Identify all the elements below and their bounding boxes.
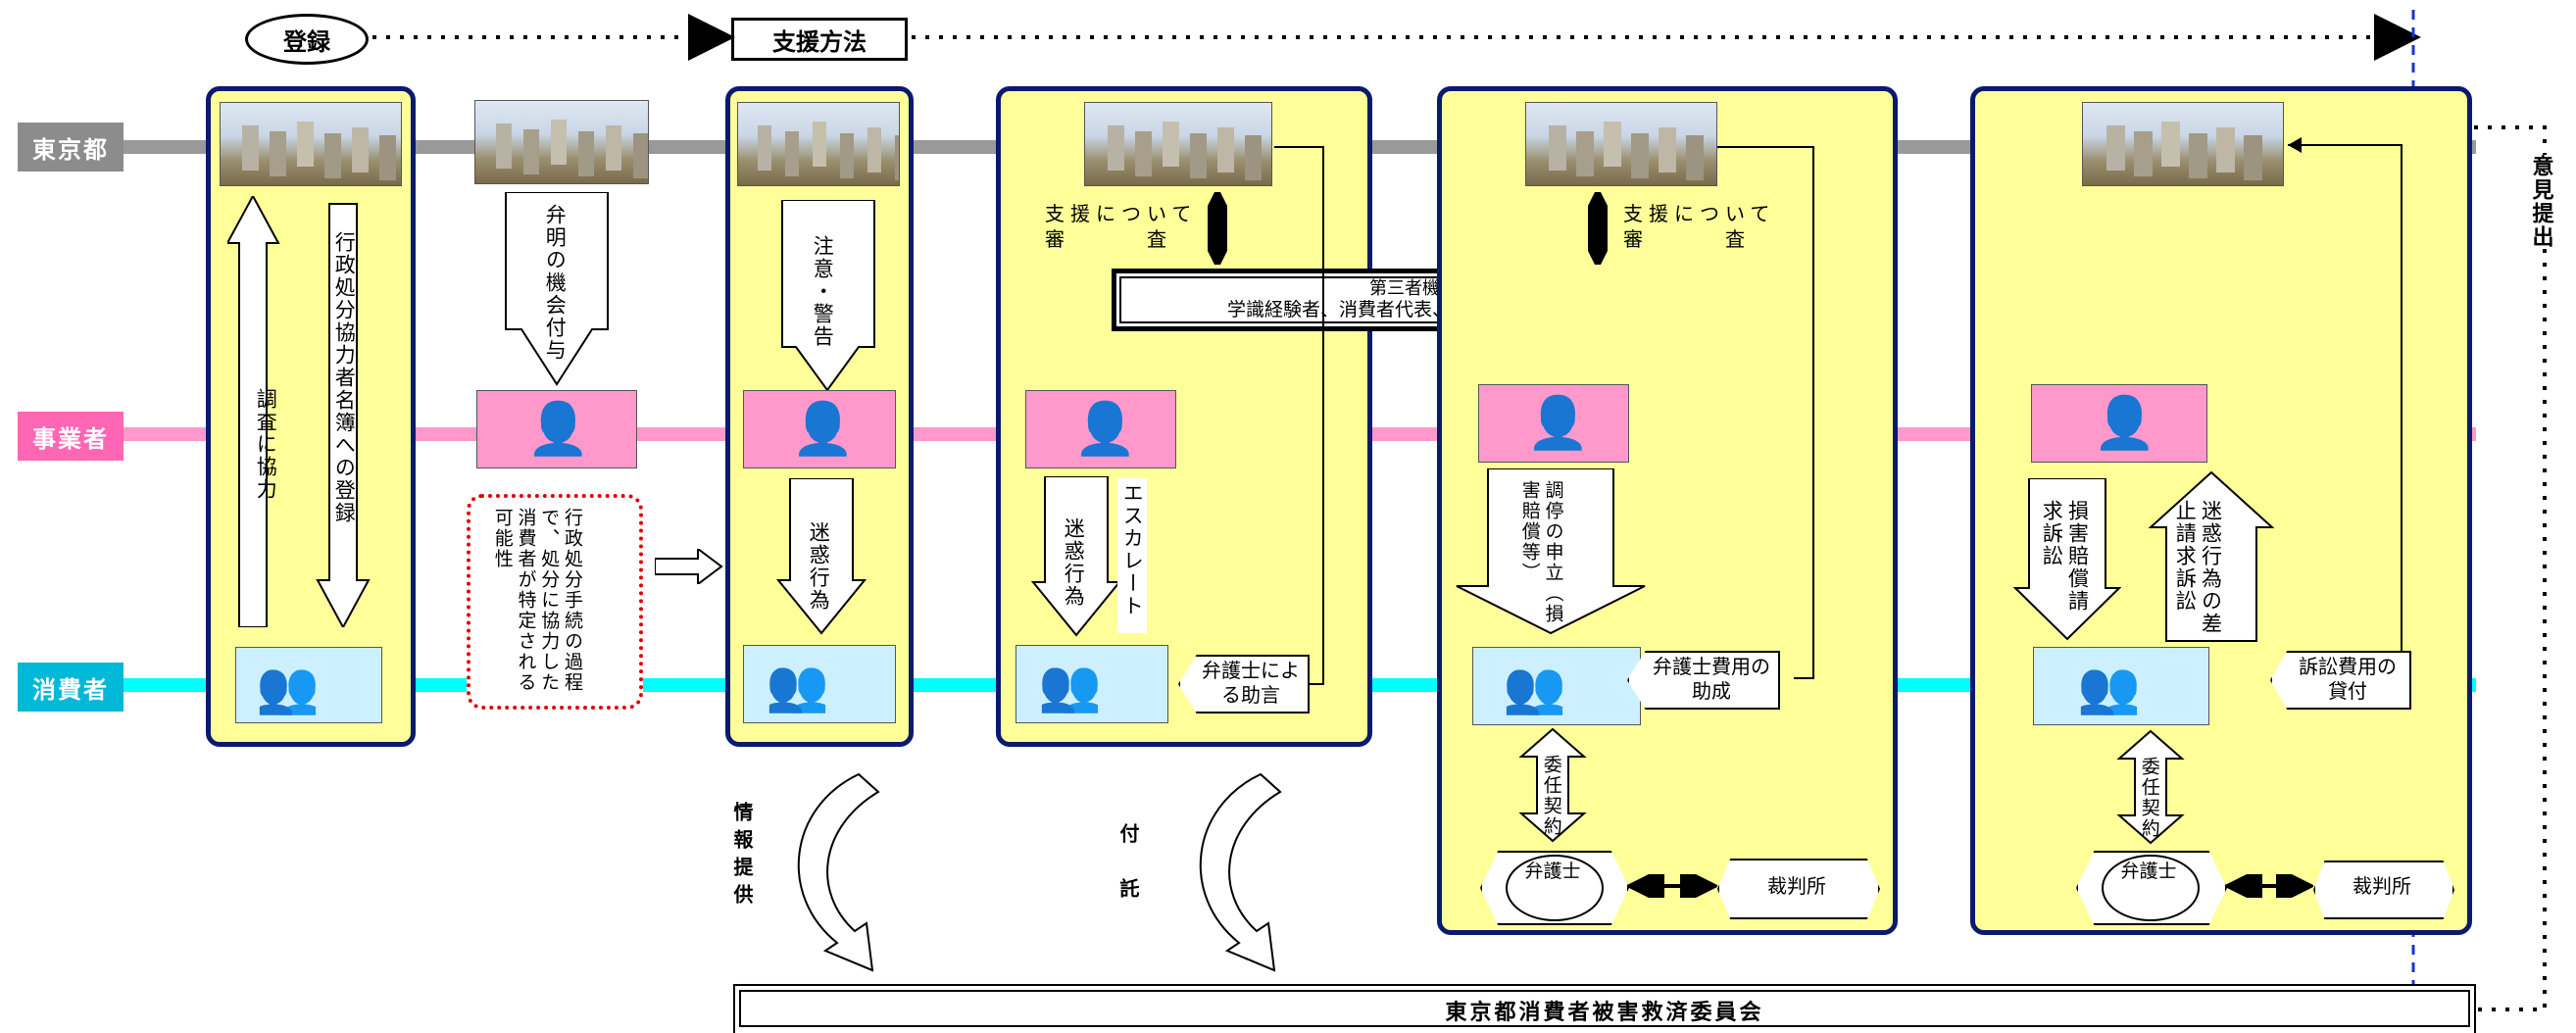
mediation-review-text-2: 審 査	[1623, 227, 1751, 251]
info-provision-label: 情報提供	[730, 802, 754, 911]
business-image-2: 👤	[743, 390, 896, 468]
lawyer-oval-1	[1506, 855, 1604, 921]
lawsuit-connector	[2288, 137, 2403, 679]
mediation-review-text-1: 支援について	[1623, 202, 1776, 225]
register-cooperator-text: 行政処分協力者名簿への登録	[332, 231, 357, 524]
business-person-icon: 👤	[1526, 394, 1590, 453]
person-icon: 👥	[256, 659, 320, 717]
lawyer-court-arrow-2	[2225, 874, 2313, 898]
tokyo-building-image-4	[1084, 102, 1272, 186]
mediation-connector	[1717, 146, 1814, 679]
business-image-4: 👤	[1478, 384, 1629, 463]
consumer-image-4: 👥	[1472, 647, 1641, 725]
consumer-image-5: 👥	[2033, 647, 2209, 725]
tokyo-building-image-1	[220, 102, 402, 186]
referral-arrow	[1199, 772, 1282, 972]
court-text-2: 裁判所	[2353, 874, 2411, 898]
person-icon: 👥	[1038, 657, 1102, 715]
escalate-text: エスカレート	[1117, 478, 1148, 633]
advice-review-text-1: 支援について	[1045, 202, 1198, 225]
person-icon: 👥	[2077, 659, 2141, 717]
lawyer-oval-2	[2102, 855, 2200, 921]
business-image-5: 👤	[2031, 384, 2207, 463]
tokyo-building-image-3	[737, 102, 900, 186]
support-method-box: 支援方法	[731, 18, 908, 61]
mandate-arrow-2	[2116, 729, 2185, 845]
consumer-image-3: 👥	[1016, 645, 1168, 723]
business-image-3: 👤	[1025, 390, 1176, 468]
lawyer-text-2: 弁護士	[2120, 861, 2177, 882]
lawyer-text-1: 弁護士	[1524, 861, 1581, 882]
injunction-suit-text: 迷惑行為の差止請求訴訟	[2173, 500, 2223, 635]
advice-review-text-2: 審 査	[1045, 227, 1172, 251]
person-icon: 👥	[1503, 659, 1566, 717]
damages-suit-arrow	[2013, 478, 2121, 641]
tokyo-building-image-2	[474, 100, 649, 184]
lane-label-consumer: 消費者	[18, 663, 124, 712]
nuisance-text-1: 迷惑行為	[807, 521, 831, 612]
mediation-review-arrow	[1588, 192, 1608, 265]
mandate-text-2: 委任契約	[2138, 757, 2160, 839]
hearing-opportunity-text: 弁明の機会付与	[543, 204, 568, 362]
tokyo-building-image-6	[2082, 102, 2284, 186]
third-party-title: 第三者機関	[1368, 277, 1458, 299]
support-method-label: 支援方法	[772, 27, 867, 56]
business-person-icon: 👤	[2093, 394, 2156, 453]
opinion-submission-label: 意見提出	[2527, 155, 2554, 249]
lane-label-business: 事業者	[18, 412, 124, 461]
possibility-note-box	[467, 494, 643, 710]
injunction-suit-arrow	[2149, 470, 2274, 642]
tokyo-building-image-5	[1525, 102, 1717, 186]
mandate-text-1: 委任契約	[1540, 755, 1562, 837]
business-person-icon: 👤	[526, 400, 590, 459]
registration-oval: 登録	[245, 14, 369, 65]
info-provision-arrow	[797, 772, 880, 972]
mandate-arrow-1	[1518, 727, 1587, 843]
mediation-text: 調停の申立（損害賠償等）	[1518, 480, 1564, 624]
referral-label: 付託	[1116, 823, 1140, 933]
caution-arrow	[781, 200, 875, 392]
court-box-1	[1717, 859, 1880, 919]
damages-suit-text: 損害賠償請求訴訟	[2040, 500, 2090, 613]
opinion-dotted-line	[2296, 104, 2547, 1011]
person-icon: 👥	[766, 657, 829, 715]
lawyer-fee-text: 弁護士費用の助成	[1653, 655, 1770, 703]
committee-title: 東京都消費者被害救済委員会	[1445, 1001, 1764, 1025]
court-text-1: 裁判所	[1767, 874, 1826, 898]
lawyer-advice-text: 弁護士による助言	[1202, 659, 1300, 707]
business-person-icon: 👤	[1073, 400, 1137, 459]
possibility-note-text: 行政処分手続の過程で、処分に協力した消費者が特定される可能性	[491, 508, 583, 693]
consumer-image-2: 👥	[743, 645, 896, 723]
possibility-arrow	[655, 549, 723, 584]
nuisance-arrow-2	[1031, 476, 1121, 637]
nuisance-text-2: 迷惑行為	[1062, 517, 1086, 608]
hearing-arrow	[505, 192, 609, 386]
court-box-2	[2313, 861, 2454, 919]
lawsuit-loan-text: 訴訟費用の貸付	[2299, 655, 2397, 703]
lane-label-tokyo: 東京都	[18, 123, 124, 172]
cooperate-research-text: 調査に協力	[254, 388, 278, 501]
lawyer-fee-box	[1627, 651, 1780, 710]
business-person-icon: 👤	[791, 400, 855, 459]
registration-label: 登録	[283, 27, 330, 56]
registration-arrows	[227, 196, 371, 627]
lawsuit-loan-box	[2270, 651, 2411, 710]
mediation-arrow	[1456, 468, 1646, 635]
advice-connector	[1274, 146, 1324, 685]
advice-review-arrow	[1208, 192, 1227, 265]
nuisance-arrow-1	[776, 478, 867, 635]
caution-warning-text: 注意・警告	[811, 235, 835, 348]
lawyer-advice-box	[1178, 655, 1310, 713]
business-image-1: 👤	[476, 390, 637, 468]
consumer-image-1: 👥	[235, 647, 382, 723]
lawyer-court-arrow-1	[1627, 874, 1717, 898]
